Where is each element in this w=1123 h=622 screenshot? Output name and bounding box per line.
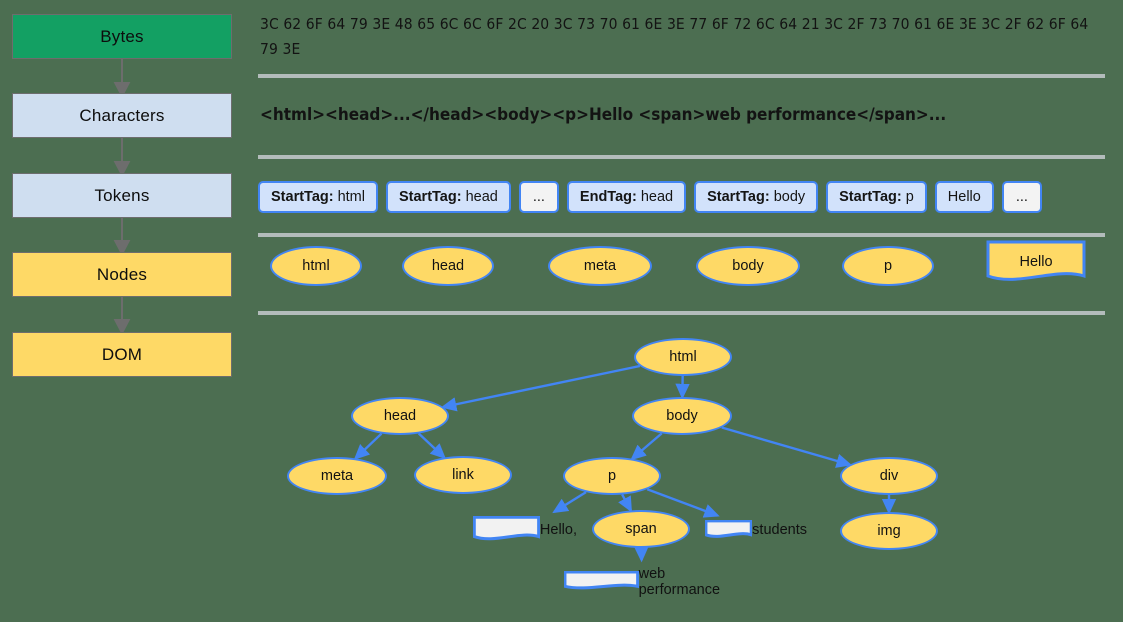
characters-markup-text: <html><head>...</head><body><p>Hello <sp… — [260, 105, 947, 125]
token-value: p — [905, 189, 914, 205]
pipeline-stage-dom[interactable]: DOM — [12, 332, 232, 377]
node-label: head — [431, 258, 465, 274]
dom-node-p[interactable]: p — [563, 457, 661, 495]
section-separator-3 — [258, 233, 1105, 237]
dom-edge-head-link — [417, 432, 447, 460]
dom-node-html[interactable]: html — [634, 338, 732, 376]
token-type: StartTag: — [839, 189, 902, 205]
dom-edge-body-div — [721, 426, 853, 468]
node-hello[interactable]: Hello — [986, 240, 1086, 288]
token-chip[interactable]: Hello — [934, 181, 994, 213]
node-label: p — [883, 258, 893, 274]
token-type: StartTag: — [398, 189, 462, 205]
node-p[interactable]: p — [842, 246, 934, 286]
section-separator-2 — [258, 155, 1105, 159]
token-value: html — [337, 189, 365, 205]
dom-node-label: body — [666, 408, 698, 424]
node-meta[interactable]: meta — [548, 246, 652, 286]
token-chip[interactable]: StartTag:p — [826, 181, 927, 213]
section-separator-1 — [258, 74, 1105, 78]
node-label: Hello — [1019, 253, 1053, 270]
dom-edge-p-stud — [646, 488, 720, 518]
nodes-row: html head meta body p Hello — [258, 246, 1105, 294]
node-html[interactable]: html — [270, 246, 362, 286]
node-head[interactable]: head — [402, 246, 494, 286]
dom-node-label: head — [383, 408, 417, 424]
dom-edge-head-meta — [353, 432, 383, 461]
dom-edge-p-hello — [552, 491, 587, 514]
dom-node-label: link — [452, 467, 474, 483]
token-chip[interactable]: StartTag:html — [258, 181, 378, 213]
stage-label: Nodes — [96, 264, 148, 284]
dom-edge-body-p — [630, 432, 663, 461]
dom-edge-html-head — [440, 364, 641, 412]
dom-node-img[interactable]: img — [840, 512, 938, 550]
token-type: StartTag: — [707, 189, 770, 205]
dom-node-label: img — [877, 523, 901, 539]
dom-node-label: span — [625, 521, 657, 537]
dom-node-hello[interactable]: Hello, — [473, 508, 577, 552]
section-separator-4 — [258, 311, 1105, 315]
token-chip[interactable]: StartTag:head — [385, 181, 511, 213]
node-label: html — [302, 258, 330, 274]
dom-tree-edges — [353, 364, 897, 563]
node-label: meta — [583, 258, 617, 274]
pipeline-stage-characters[interactable]: Characters — [12, 93, 232, 138]
token-value: ... — [1015, 189, 1028, 205]
pipeline-stage-tokens[interactable]: Tokens — [12, 173, 232, 218]
token-type: StartTag: — [271, 189, 334, 205]
dom-node-label: div — [879, 468, 899, 484]
dom-node-label: html — [669, 349, 697, 365]
dom-edge-p-span — [618, 494, 632, 513]
token-value: body — [773, 189, 806, 205]
dom-node-label: p — [607, 468, 617, 484]
dom-node-span[interactable]: span — [592, 510, 690, 548]
dom-node-div[interactable]: div — [840, 457, 938, 495]
token-value: head — [640, 189, 674, 205]
token-value: head — [465, 189, 498, 205]
stage-label: Bytes — [100, 26, 144, 46]
pipeline-stage-nodes[interactable]: Nodes — [12, 252, 232, 297]
dom-node-head[interactable]: head — [351, 397, 449, 435]
dom-node-label: web performance — [638, 566, 721, 598]
node-body[interactable]: body — [696, 246, 800, 286]
token-value: Hello — [947, 189, 981, 205]
stage-label: Tokens — [94, 185, 150, 205]
token-chip[interactable]: ... — [1001, 181, 1042, 213]
dom-node-body[interactable]: body — [632, 397, 732, 435]
token-type: EndTag: — [579, 189, 637, 205]
dom-node-label: students — [752, 522, 807, 538]
stage-label: Characters — [79, 105, 165, 125]
token-chip[interactable]: EndTag:head — [566, 181, 687, 213]
node-label: body — [732, 258, 764, 274]
dom-node-stud[interactable]: students — [705, 508, 807, 552]
dom-node-webperf[interactable]: web performance — [564, 560, 720, 604]
token-chip[interactable]: StartTag:body — [694, 181, 819, 213]
bytes-hex-text: 3C 62 6F 64 79 3E 48 65 6C 6C 6F 2C 20 3… — [260, 15, 1089, 58]
dom-node-meta[interactable]: meta — [287, 457, 387, 495]
token-chip[interactable]: ... — [518, 181, 559, 213]
token-value: ... — [532, 189, 545, 205]
dom-node-link[interactable]: link — [414, 456, 512, 494]
stage-label: DOM — [101, 344, 143, 364]
dom-node-label: meta — [320, 468, 354, 484]
pipeline-stage-bytes[interactable]: Bytes — [12, 14, 232, 59]
dom-node-label: Hello, — [539, 522, 577, 538]
